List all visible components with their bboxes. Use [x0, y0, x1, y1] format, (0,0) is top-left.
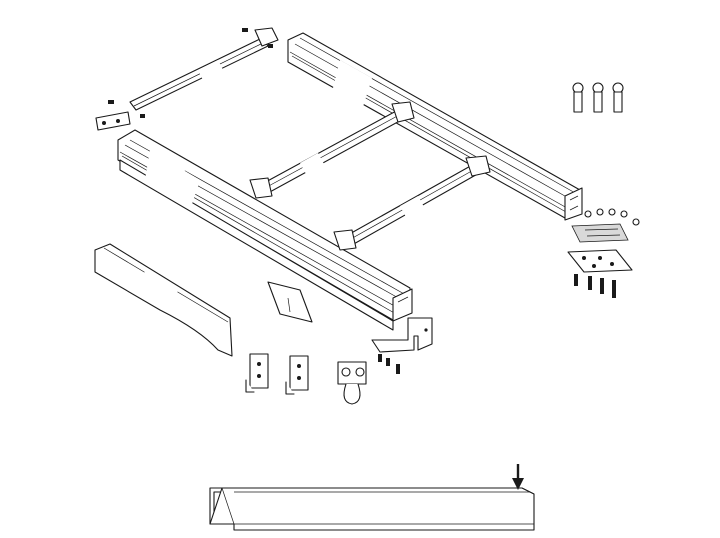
crossbar-rear	[129, 27, 279, 111]
front-rail	[117, 129, 413, 331]
mounting-plate	[567, 249, 633, 273]
crossbar-middle	[249, 101, 415, 199]
cover-panel	[94, 243, 233, 357]
top-rail	[287, 32, 583, 221]
hook-bracket-1	[245, 353, 269, 393]
fastener-screws	[108, 28, 616, 374]
slider-block	[571, 223, 629, 243]
square-tube	[209, 487, 535, 531]
end-cap-plate	[95, 111, 131, 131]
hanger-hooks	[572, 82, 624, 113]
arrow-down-icon	[512, 464, 524, 490]
crossbar-front	[333, 155, 491, 251]
l-bracket	[371, 317, 433, 353]
center-bracket	[267, 281, 313, 323]
fastener-nuts	[584, 208, 640, 226]
trolley-hanger	[337, 361, 367, 405]
hook-bracket-2	[285, 355, 309, 395]
